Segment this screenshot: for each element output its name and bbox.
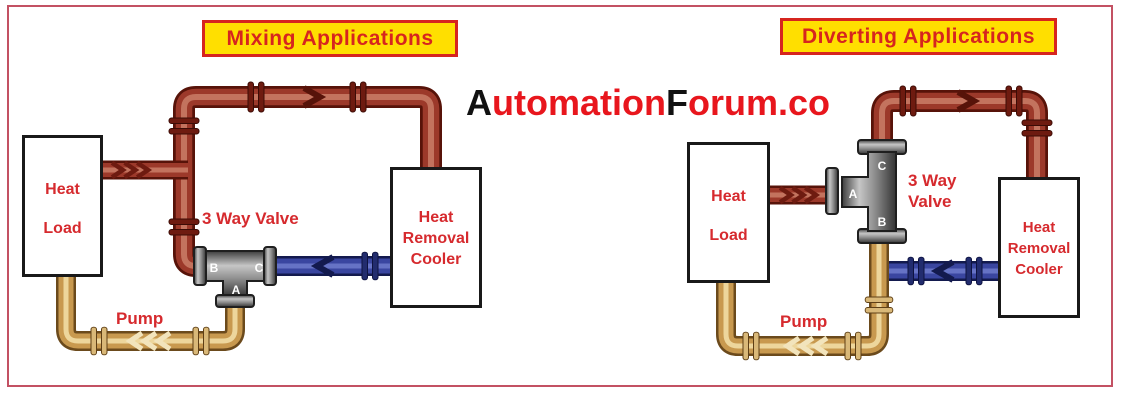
valve-port-a: A — [232, 283, 241, 297]
mixing-applications-title: Mixing Applications — [202, 20, 458, 57]
cooler-line3: Cooler — [1015, 261, 1063, 278]
valve-label-diverting: 3 Way Valve — [908, 170, 957, 212]
pump-label-mixing: Pump — [116, 309, 164, 328]
diverting-applications-title: Diverting Applications — [780, 18, 1057, 55]
cooler-line3: Cooler — [410, 251, 462, 268]
heat-load-box-mixing: Heat Load — [22, 135, 103, 277]
valve-port-a: A — [849, 187, 858, 201]
logo-segment: A — [466, 82, 492, 123]
cooler-line1: Heat — [418, 209, 454, 226]
heat-removal-cooler-box-mixing: Heat Removal Cooler — [390, 167, 482, 308]
heat-load-box-diverting: Heat Load — [687, 142, 770, 283]
heat-removal-cooler-box-diverting: Heat Removal Cooler — [998, 177, 1080, 318]
logo-segment: orum.co — [687, 82, 830, 123]
valve-port-c: C — [878, 159, 887, 173]
cooler-line2: Removal — [1007, 240, 1071, 257]
heat-load-line1: Heat — [711, 188, 746, 205]
valve-port-b: B — [210, 261, 219, 275]
valve-port-c: C — [255, 261, 264, 275]
cooler-line1: Heat — [1022, 219, 1056, 236]
valve-label-line2: Valve — [908, 192, 952, 211]
logo-segment: F — [665, 82, 688, 123]
valve-label-mixing: 3 Way Valve — [202, 209, 299, 228]
three-way-valve-diverting: C A B — [825, 139, 907, 244]
cooler-line2: Removal — [402, 230, 470, 247]
pump-label-diverting: Pump — [780, 312, 828, 331]
logo-segment: utomation — [492, 82, 666, 123]
heat-load-line2: Load — [43, 220, 82, 237]
valve-port-b: B — [878, 215, 887, 229]
heat-load-line1: Heat — [45, 181, 80, 198]
heat-load-line2: Load — [709, 227, 748, 244]
three-way-valve-mixing: B C A — [193, 246, 277, 308]
automationforum-logo: AutomationForum.co — [448, 80, 848, 126]
mixing-piping: B C A — [56, 81, 442, 356]
valve-label-line1: 3 Way — [908, 171, 957, 190]
diverting-piping: C A B — [716, 85, 1053, 361]
